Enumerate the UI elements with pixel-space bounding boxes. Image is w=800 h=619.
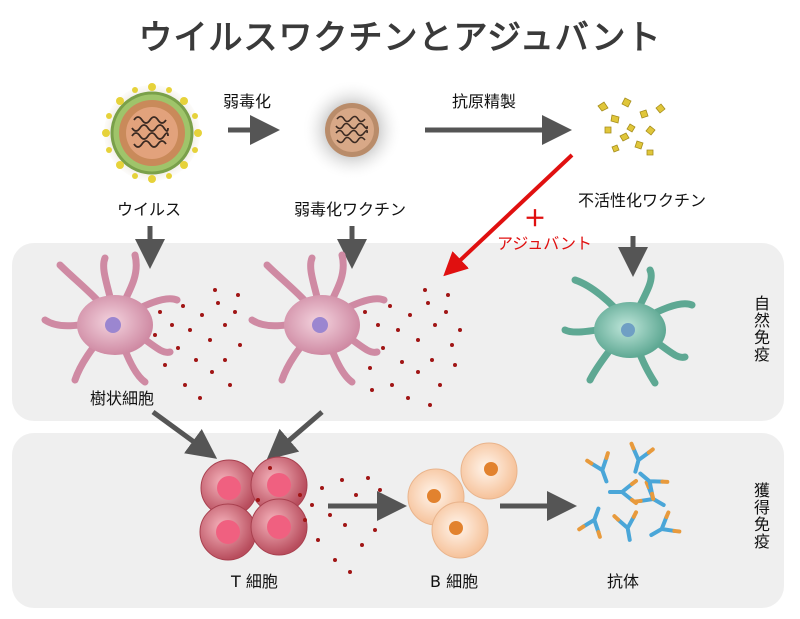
antibodies-icon — [577, 441, 682, 542]
dendritic-cell-1 — [41, 251, 181, 386]
acquired-immunity-label: 獲得免疫 — [751, 482, 770, 550]
t-cells-icon — [199, 456, 308, 561]
inactivated-vaccine-label: 不活性化ワクチン — [578, 191, 707, 210]
b-cell-label: B 細胞 — [430, 572, 479, 591]
cytokine-dots-1 — [153, 288, 242, 400]
arrow-dc1-to-tcell — [151, 409, 218, 459]
adjuvant-label: アジュバント — [497, 234, 593, 253]
attenuated-vaccine-label: 弱毒化ワクチン — [294, 200, 407, 219]
antibody-label: 抗体 — [607, 572, 640, 591]
adjuvant-plus: ＋ — [524, 207, 547, 232]
attenuated-virus-icon — [302, 80, 402, 180]
dendritic-cell-2 — [248, 251, 388, 386]
purified-antigen-icon — [597, 97, 666, 156]
dendritic-cell-inactive — [561, 266, 696, 387]
arrow-dc2-to-tcell — [266, 410, 324, 460]
step-attenuation-label: 弱毒化 — [223, 92, 272, 111]
cytokine-dots-2 — [363, 288, 462, 407]
innate-immunity-label: 自然免疫 — [751, 295, 770, 363]
virus-icon — [102, 83, 202, 183]
step-purification-label: 抗原精製 — [452, 92, 517, 111]
b-cells-icon — [407, 442, 518, 559]
page-title: ウイルスワクチンとアジュバント — [138, 18, 662, 58]
adjuvant-arrow — [443, 153, 574, 277]
cytokine-dots-3 — [256, 466, 382, 574]
dendritic-cell-label: 樹状細胞 — [90, 389, 155, 408]
virus-label: ウイルス — [117, 200, 182, 219]
t-cell-label: T 細胞 — [231, 572, 278, 591]
